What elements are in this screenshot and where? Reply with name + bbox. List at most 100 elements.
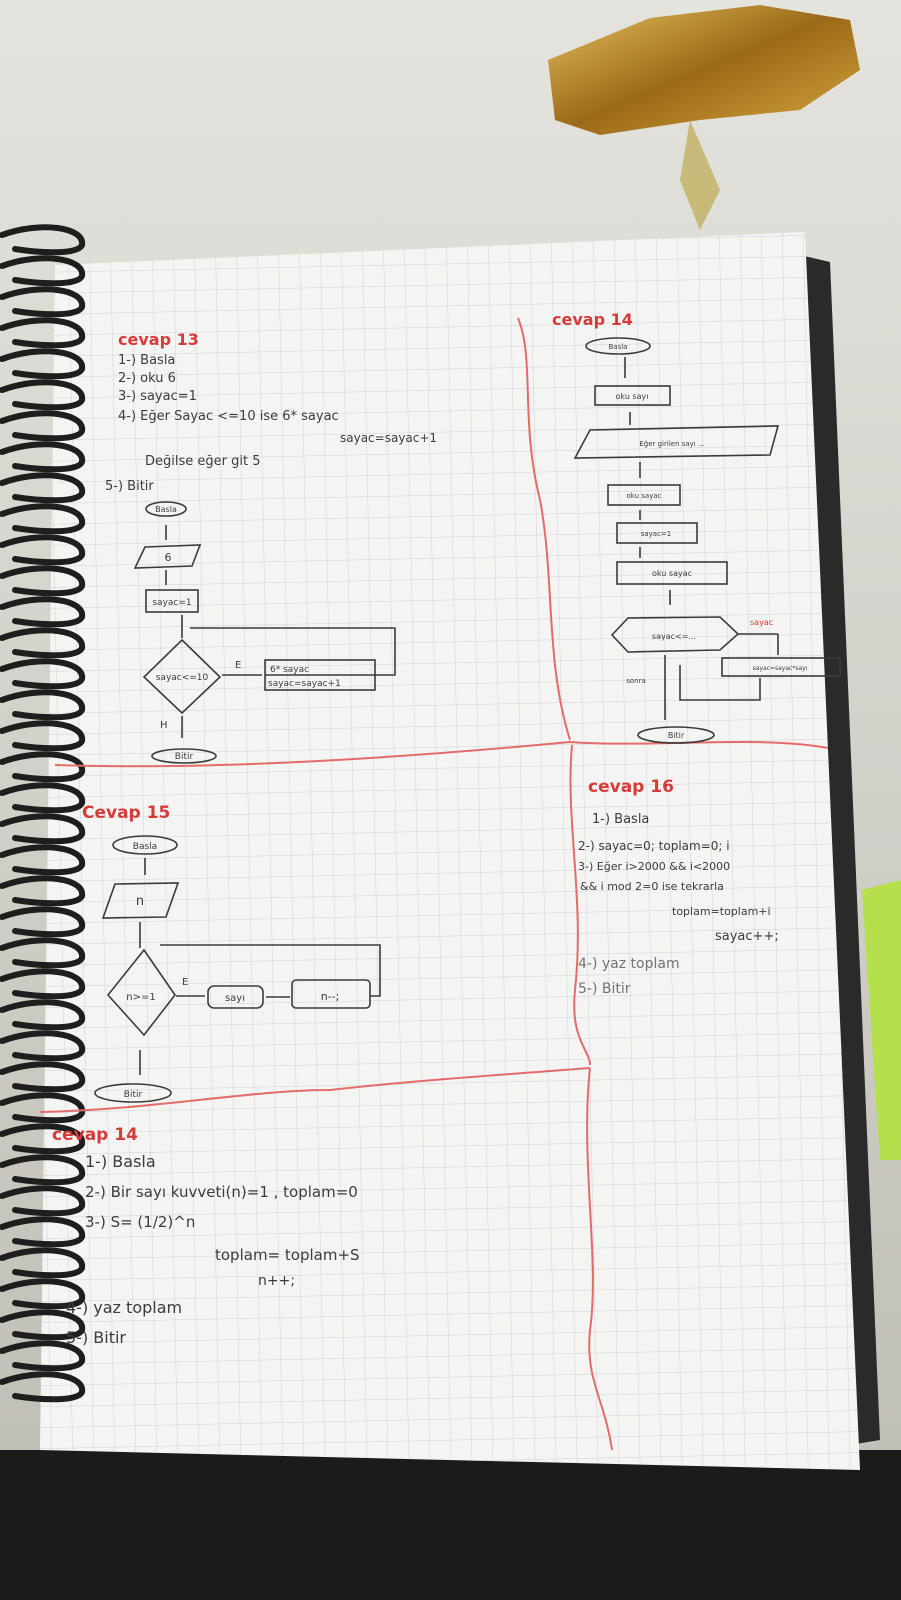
fc15-action2: n--; [321,990,340,1003]
fc13-init: sayac=1 [152,598,191,608]
spiral-ring [0,1340,86,1372]
fc15-decision: n>=1 [126,992,155,1003]
cevap16-step-3b: && i mod 2=0 ise tekrarla [580,880,724,893]
spiral-ring [0,1371,86,1403]
spiral-ring [0,255,86,287]
cevap14b-step-3c: n++; [258,1273,295,1289]
spiral-ring [0,1154,86,1186]
fc14-b2: Eğer girilen sayı ... [639,440,704,448]
cevap14b-step-2: 2-) Bir sayı kuvveti(n)=1 , toplam=0 [85,1183,358,1201]
fc14-right-box: sayac=sayac*sayı [753,665,808,672]
spiral-ring [0,999,86,1031]
spiral-ring [0,348,86,380]
green-tab [862,880,901,1160]
cevap13-step-5: 5-) Bitir [105,479,154,494]
spiral-ring [0,410,86,442]
spiral-ring [0,1061,86,1093]
cevap14b-step-3b: toplam= toplam+S [215,1246,360,1264]
divider-horizontal-bottom [39,1067,591,1113]
spiral-ring [0,1309,86,1341]
dark-fabric [0,1450,901,1600]
spiral-ring [0,689,86,721]
fc15-input: n [136,894,144,909]
cevap13-step-1: 1-) Basla [118,353,175,368]
spiral-ring [0,503,86,535]
fc13-end: Bitir [175,752,194,762]
fc13-start: Basla [155,505,177,514]
spiral-ring [0,534,86,566]
spiral-ring [0,379,86,411]
spiral-ring [0,1185,86,1217]
cevap16-title: cevap 16 [588,777,674,797]
fc13-yes: E [235,660,241,671]
spiral-ring [0,844,86,876]
fc15-start: Basla [133,842,157,852]
spiral-ring [0,1216,86,1248]
fc15-action1: sayı [225,993,245,1004]
spiral-ring [0,658,86,690]
cevap16-step-2: 2-) sayac=0; toplam=0; i [578,839,730,853]
fc15-yes: E [182,977,188,988]
divider-horizontal-top [54,740,829,768]
fc13-action2: sayac=sayac+1 [268,679,341,689]
cevap13-step-4: 4-) Eğer Sayac <=10 ise 6* sayac [118,409,339,424]
cevap16-step-3c: toplam=toplam+i [672,905,771,918]
spiral-ring [0,1278,86,1310]
spiral-ring [0,472,86,504]
cevap13-step-4b: sayac=sayac+1 [340,431,437,445]
spiral-ring [0,441,86,473]
cevap14a-title: cevap 14 [552,310,633,329]
cevap14b-step-4: 4-) yaz toplam [66,1298,182,1317]
fc14-right-label: sayac [750,618,773,627]
fc13-decision: sayac<=10 [156,673,209,683]
cevap16-step-5: 5-) Bitir [578,981,631,997]
cevap14b-step-3: 3-) S= (1/2)^n [85,1213,195,1231]
cevap15-title: Cevap 15 [82,803,170,823]
cevap14b-title: cevap 14 [52,1125,138,1145]
spiral-ring [0,1247,86,1279]
cevap13-step-2: 2-) oku 6 [118,371,176,386]
spiral-ring [0,937,86,969]
spiral-ring [0,627,86,659]
fc14-end: Bitir [668,731,685,740]
spiral-ring [0,565,86,597]
flowchart-14-top [573,337,841,744]
fc13-input: 6 [165,551,172,564]
fc14-b5: oku sayac [652,569,692,578]
foil-wrapper [548,5,860,135]
spiral-ring [0,596,86,628]
divider-vertical-bottom [586,1067,613,1451]
spiral-ring [0,286,86,318]
divider-vertical-middle [569,744,591,1066]
fc14-decision: sayac<=... [652,632,696,641]
flowchart-15 [94,835,381,1103]
spiral-ring [0,720,86,752]
fc14-b4: sayac=1 [641,530,672,538]
fc14-b1: oku sayı [616,392,649,401]
spiral-ring [0,875,86,907]
cevap16-step-3d: sayac++; [715,929,779,944]
fc14-start: Basla [609,343,628,351]
fc14-left-label: sonra [626,677,646,685]
spiral-ring [0,782,86,814]
cevap14b-step-1: 1-) Basla [85,1152,156,1171]
fc13-action1: 6* sayac [270,665,309,675]
cevap13-title: cevap 13 [118,330,199,349]
spiral-ring [0,968,86,1000]
fc15-end: Bitir [124,1090,143,1100]
cevap13-step-3: 3-) sayac=1 [118,389,197,404]
flowchart-13 [133,501,396,764]
spiral-ring [0,1092,86,1124]
spiral-binding [0,224,86,1403]
spiral-ring [0,813,86,845]
cevap13-step-4c: Değilse eğer git 5 [145,454,260,469]
spiral-ring [0,906,86,938]
cevap16-step-4: 4-) yaz toplam [578,956,680,972]
spiral-ring [0,1123,86,1155]
fc13-no: H [160,720,168,731]
spiral-ring [0,317,86,349]
cevap14b-step-5: 5-) Bitir [66,1328,126,1347]
cevap16-step-3: 3-) Eğer i>2000 && i<2000 [578,860,730,873]
divider-vertical-top [517,317,571,741]
